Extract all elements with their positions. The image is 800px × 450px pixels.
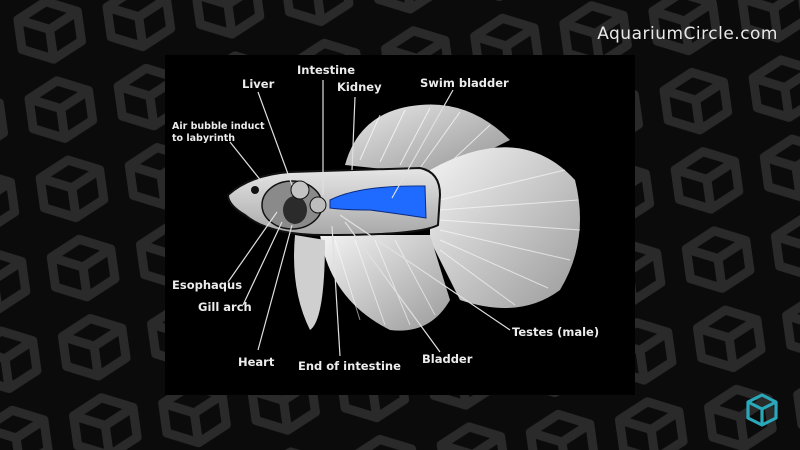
swim-bladder-pointer [391,89,454,199]
label-liver: Liver [242,77,275,91]
label-swim-bladder: Swim bladder [420,76,509,90]
kidney-pointer [351,96,356,171]
label-heart: Heart [238,355,275,369]
label-end-of-intestine: End of intestine [298,359,401,373]
air-bubble-pointer [229,141,263,183]
label-air-bubble-1: Air bubble induct [172,121,265,132]
anal-fin [320,235,450,331]
swim-bladder-organ [329,185,427,219]
label-intestine: Intestine [297,63,356,77]
fish-eye [251,186,259,194]
label-bladder: Bladder [422,352,473,366]
end-intestine-pointer [331,225,341,357]
site-watermark: AquariumCircle.com [597,24,778,44]
liver-pointer [257,91,293,186]
heart-organ [283,196,307,224]
bladder-pointer [344,221,441,353]
label-air-bubble-2: to labyrinth [172,133,236,144]
caudal-fin [430,147,580,308]
intestine-organ [309,196,327,214]
testes-pointer [339,214,511,331]
pelvic-fin [294,235,325,330]
label-testes: Testes (male) [512,325,600,339]
label-kidney: Kidney [337,80,382,94]
heart-pointer [257,224,293,351]
esophagus-pointer [227,211,278,283]
gill-arch-pointer [242,221,283,306]
liver-organ [290,180,310,200]
cube-logo-icon [746,393,778,427]
label-gill-arch: Gill arch [198,300,252,314]
label-esophagus: Esophaqus [172,278,243,292]
